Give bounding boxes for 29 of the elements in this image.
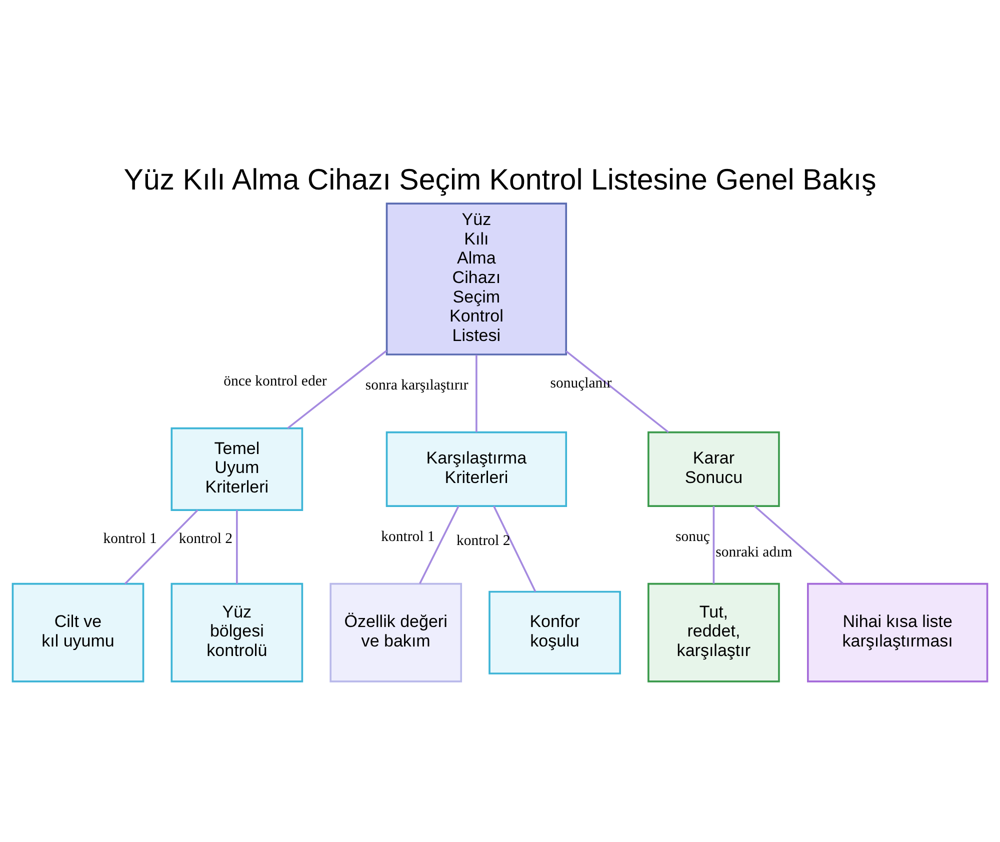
node-box: Tut, reddet, karşılaştır xyxy=(648,582,780,682)
node-box: Cilt ve kıl uyumu xyxy=(12,582,144,682)
node-box: Nihai kısa liste karşılaştırması xyxy=(807,582,988,682)
connector xyxy=(476,354,478,432)
connector xyxy=(754,504,844,584)
edge-label: kontrol 2 xyxy=(178,530,233,546)
connector xyxy=(287,349,388,428)
edge-label: sonraki adım xyxy=(716,544,792,560)
node-box: Özellik değeri ve bakım xyxy=(330,582,462,682)
connector xyxy=(566,350,669,432)
edge-label: kontrol 2 xyxy=(456,532,510,548)
edge-label: sonuç xyxy=(675,528,710,544)
edge-label: kontrol 1 xyxy=(381,528,435,544)
node-box: Karar Sonucu xyxy=(648,430,780,506)
connector xyxy=(493,505,536,592)
node-box: Temel Uyum Kriterleri xyxy=(170,426,304,510)
connector xyxy=(418,505,460,584)
connector xyxy=(236,510,238,584)
connector xyxy=(712,506,715,584)
edge-label: önce kontrol eder xyxy=(224,372,327,389)
edge-label: sonra karşılaştırır xyxy=(365,376,468,393)
edge-label: kontrol 1 xyxy=(103,530,157,546)
edge-label: sonuçlanır xyxy=(550,375,612,392)
node-box: Karşılaştırma Kriterleri xyxy=(386,430,568,506)
diagram-title: Yüz Kılı Alma Cihazı Seçim Kontrol Listesine Genel Bakış xyxy=(124,163,876,196)
connector xyxy=(124,509,198,584)
node-box: Yüz Kılı Alma Cihazı Seçim Kontrol Listesi xyxy=(386,202,568,355)
node-box: Konfor koşulu xyxy=(488,590,621,674)
node-box: Yüz bölgesi kontrolü xyxy=(170,582,304,682)
